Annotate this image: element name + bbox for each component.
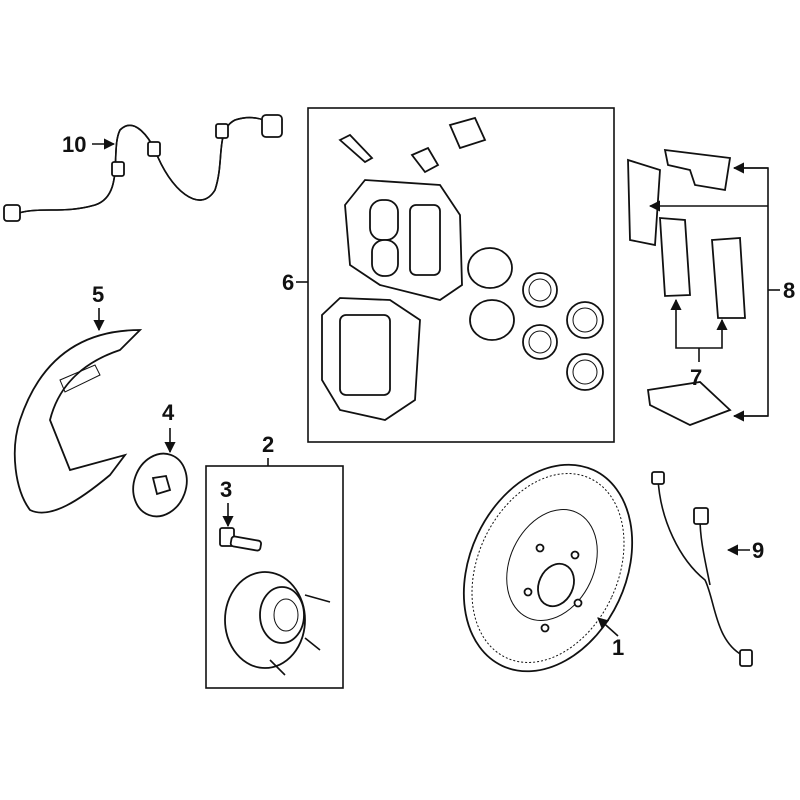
brake-pads-part[interactable] [627, 148, 746, 426]
callout-1: 1 [612, 635, 624, 660]
caliper-kit-box [307, 107, 615, 443]
callout-9: 9 [752, 538, 764, 563]
callout-3: 3 [220, 477, 232, 502]
brake-rotor-part[interactable] [432, 437, 665, 699]
hub-bearing-part[interactable] [224, 571, 331, 676]
callout-10: 10 [62, 132, 86, 157]
splash-shield-part[interactable] [13, 329, 143, 514]
abs-sensor-part[interactable] [3, 114, 283, 222]
caliper-part[interactable] [321, 116, 604, 421]
callout-4: 4 [162, 400, 175, 425]
brake-hose-part[interactable] [651, 471, 753, 667]
callout-2: 2 [262, 432, 274, 457]
hub-assembly-box [205, 465, 344, 689]
abs-ring-part[interactable] [125, 446, 196, 524]
wheel-stud-part[interactable] [219, 527, 262, 552]
callout-7: 7 [690, 365, 702, 390]
callout-8: 8 [783, 278, 795, 303]
callout-5: 5 [92, 282, 104, 307]
callout-6: 6 [282, 270, 294, 295]
bracket-7 [675, 304, 723, 349]
